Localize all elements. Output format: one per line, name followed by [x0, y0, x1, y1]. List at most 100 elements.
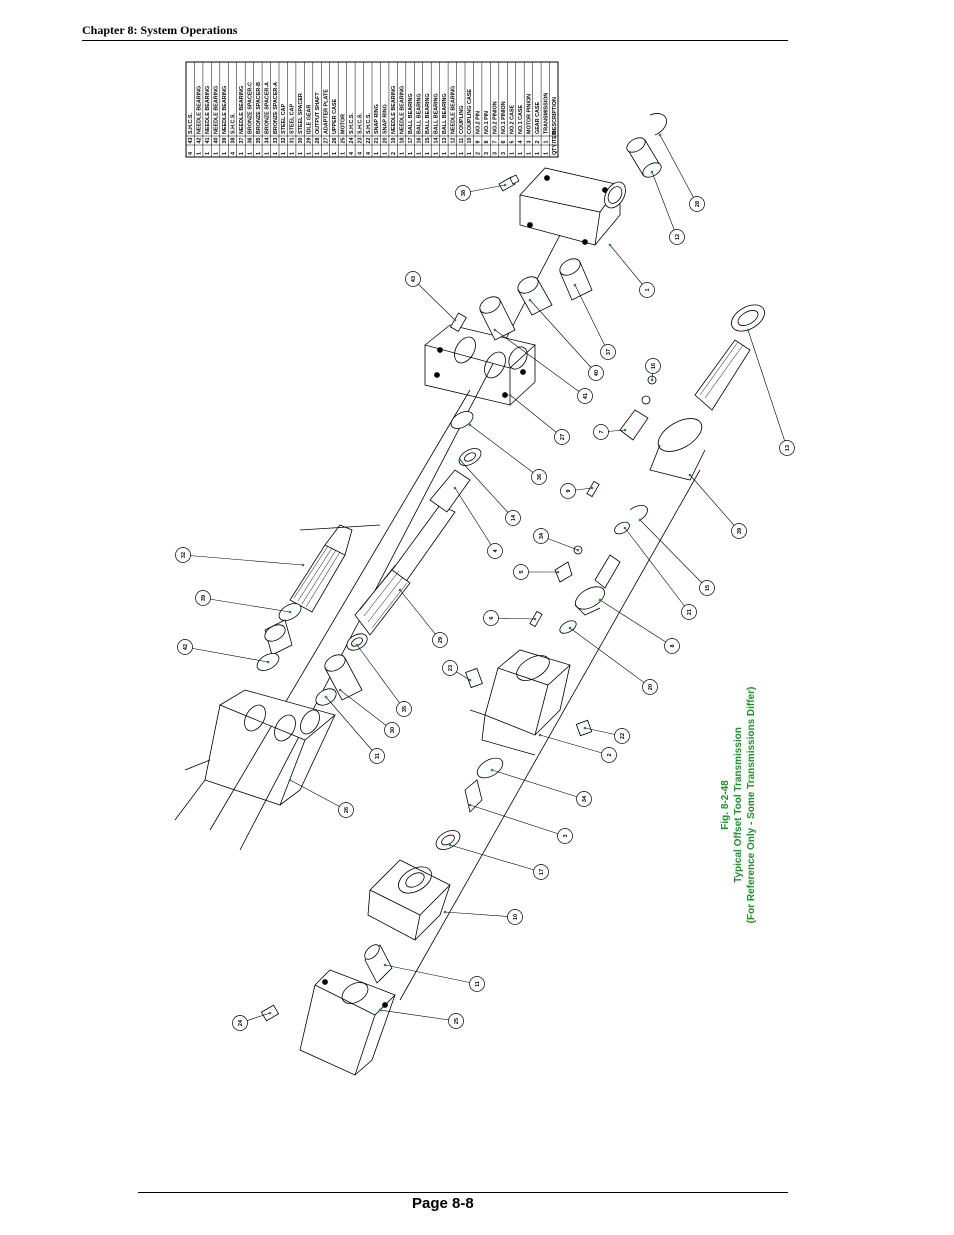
parts-desc-cell: BALL BEARING	[433, 93, 439, 134]
parts-item-cell: 30	[298, 138, 304, 144]
parts-qty-cell: 1	[239, 152, 245, 155]
parts-item-cell: 6	[501, 141, 507, 144]
callout-leader	[651, 171, 678, 238]
callout-leader	[539, 734, 610, 756]
callout-number: 39	[737, 528, 743, 534]
idle-gear	[289, 524, 353, 613]
callout-36: 36	[468, 423, 547, 485]
callout-leader	[609, 244, 648, 291]
parts-qty-cell: 1	[290, 152, 296, 155]
callout-number: 8	[670, 644, 676, 647]
parts-qty-cell: 4	[357, 152, 363, 155]
parts-qty-cell: 1	[467, 152, 473, 155]
callout-16: 16	[645, 358, 661, 382]
parts-desc-cell: MOTOR PINION	[526, 94, 532, 134]
parts-qty-cell: 1	[256, 152, 262, 155]
callout-bubble	[669, 229, 685, 245]
callout-6: 6	[483, 610, 537, 626]
callout-leader	[574, 284, 609, 353]
callout-21: 21	[623, 526, 697, 620]
parts-desc-cell: BRONZE SPACER-B	[256, 82, 262, 134]
callout-arrowhead	[493, 328, 497, 332]
callout-number: 32	[181, 552, 187, 558]
callout-bubble	[432, 632, 448, 648]
callout-arrowhead	[650, 378, 654, 382]
callout-number: 40	[594, 370, 600, 376]
callout-arrowhead	[533, 617, 537, 621]
parts-qty-cell: 1	[307, 152, 313, 155]
parts-desc-cell: NEEDLE BEARING	[239, 86, 245, 134]
callout-number: 25	[454, 1018, 460, 1024]
caption-note: (For Reference Only - Some Transmissions…	[746, 687, 757, 924]
parts-item-cell: 23	[357, 138, 363, 144]
callout-number: 3	[563, 834, 569, 837]
callout-4: 4	[453, 486, 503, 559]
callout-32: 32	[175, 547, 305, 567]
callout-number: 42	[183, 644, 189, 650]
callout-arrowhead	[556, 570, 560, 574]
parts-desc-cell: NEEDLE BEARING	[222, 86, 228, 134]
callout-bubble	[731, 523, 747, 539]
callout-bubble	[513, 564, 529, 580]
callout-number: 21	[687, 609, 693, 615]
callout-arrowhead	[458, 458, 462, 462]
parts-desc-cell: S.H.C.S.	[357, 113, 363, 134]
callout-number: 13	[785, 445, 791, 451]
parts-desc-cell: S.H.C.S.	[188, 113, 194, 134]
parts-desc-cell: NEEDLE BEARING	[400, 86, 406, 134]
callout-arrowhead	[598, 598, 602, 602]
parts-desc-cell: NO.1 PIN	[484, 111, 490, 134]
callout-22: 22	[583, 726, 630, 744]
callout-17: 17	[448, 843, 549, 880]
parts-qty-cell: 1	[374, 152, 380, 155]
callout-23: 23	[442, 660, 472, 682]
callout-number: 22	[620, 733, 626, 739]
callout-11: 11	[383, 963, 485, 992]
callout-38: 38	[455, 183, 507, 201]
callout-arrowhead	[623, 428, 627, 432]
callout-bubble	[487, 543, 503, 559]
parts-qty-cell: 1	[205, 152, 211, 155]
parts-desc-cell: COUPLING	[459, 106, 465, 134]
callout-bubble	[448, 1013, 464, 1029]
callout-arrowhead	[650, 170, 654, 174]
parts-desc-cell: NEEDLE BEARING	[450, 86, 456, 134]
callout-number: 20	[648, 684, 654, 690]
callout-bubble	[533, 864, 549, 880]
callout-bubble	[505, 510, 521, 526]
parts-qty-cell: 1	[264, 152, 270, 155]
parts-qty-cell: 1	[450, 152, 456, 155]
callout-leader	[182, 554, 304, 566]
callout-number: 38	[461, 190, 467, 196]
callout-34: 34	[490, 768, 592, 807]
callout-43: 43	[405, 271, 457, 322]
parts-desc-cell: BRONZE SPACER-C	[247, 82, 253, 134]
coupling-case	[367, 859, 451, 941]
callout-24: 24	[232, 1011, 272, 1031]
callout-number: 28	[695, 201, 701, 207]
parts-desc-cell: SNAP RING	[374, 104, 380, 134]
parts-item-cell: 40	[214, 138, 220, 144]
callout-bubble	[554, 429, 570, 445]
parts-item-cell: 10	[467, 138, 473, 144]
callout-bubble	[639, 282, 655, 298]
parts-item-cell: 16	[417, 138, 423, 144]
transmission-plate	[519, 167, 626, 246]
parts-item-cell: 26	[332, 138, 338, 144]
callout-bubble	[601, 747, 617, 763]
callout-bubble	[699, 580, 715, 596]
callout-bubble	[232, 1015, 248, 1031]
callout-arrowhead	[383, 963, 387, 967]
callout-leader	[454, 487, 496, 552]
callout-arrowhead	[623, 526, 627, 530]
parts-qty-cell: 1	[518, 152, 524, 155]
callout-arrowhead	[443, 910, 447, 914]
callout-bubble	[396, 701, 412, 717]
callout-arrowhead	[573, 283, 577, 287]
parts-item-cell: 41	[205, 138, 211, 144]
parts-desc-cell: GEAR CASE	[535, 102, 541, 134]
callout-15: 15	[638, 518, 715, 596]
parts-desc-cell: S.H.C.S.	[349, 113, 355, 134]
callout-arrowhead	[453, 318, 457, 322]
